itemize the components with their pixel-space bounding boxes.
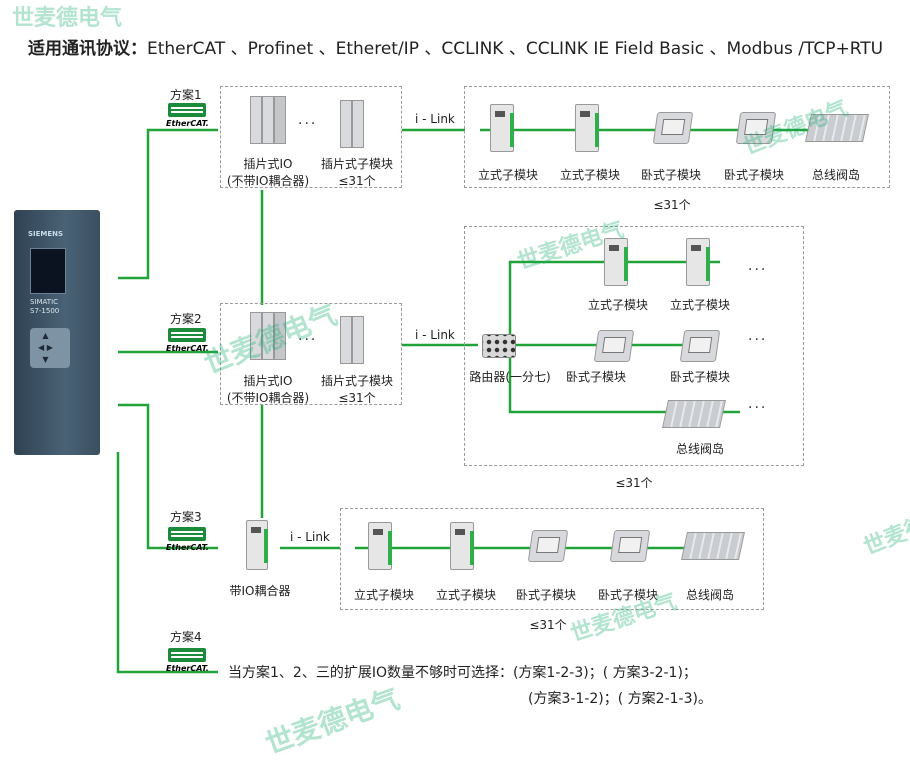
profinet-logo-icon xyxy=(168,648,206,662)
scheme1-slot-io-box xyxy=(220,86,402,188)
profinet-logo-icon xyxy=(168,103,206,117)
protocol-title: 适用通讯协议：EtherCAT 、Profinet 、Etheret/IP 、C… xyxy=(28,34,883,59)
router-icon xyxy=(482,334,516,358)
plc-cpu: SIEMENS SIMATIC S7-1500 xyxy=(14,210,100,455)
horizontal-submodule-icon xyxy=(527,530,569,562)
vertical-submodule-icon xyxy=(450,522,474,570)
valve-island-label: 总线阀岛 xyxy=(675,442,725,456)
plc-screen xyxy=(30,248,66,294)
max31-label: ≤31个 xyxy=(529,618,567,632)
vertical-sub-label: 立式子模块 xyxy=(559,168,621,182)
horizontal-sub-label: 卧式子模块 xyxy=(597,588,659,602)
vertical-submodule-icon xyxy=(368,522,392,570)
ilink-label: i - Link xyxy=(415,328,455,342)
protocol-badge-icon: EtherCAT. xyxy=(166,328,210,362)
scheme4-note-line1: 当方案1、2、三的扩展IO数量不够时可选择：(方案1-2-3)；( 方案3-2-… xyxy=(228,665,697,681)
more-dots: ··· xyxy=(298,116,318,132)
protocol-badge-icon: EtherCAT. xyxy=(166,527,210,561)
valve-island-label: 总线阀岛 xyxy=(811,168,861,182)
profinet-logo-icon xyxy=(168,328,206,342)
slot-sub-line2: ≤31个 xyxy=(338,174,376,188)
slot-sub-line1: 插片式子模块 xyxy=(320,157,394,171)
vertical-submodule-icon xyxy=(490,104,514,152)
slot-io-line1: 插片式IO xyxy=(243,157,293,171)
protocol-list: EtherCAT 、Profinet 、Etheret/IP 、CCLINK 、… xyxy=(147,39,884,59)
horizontal-sub-label: 卧式子模块 xyxy=(515,588,577,602)
plc-model-line1: SIMATIC xyxy=(30,298,59,306)
io-coupler-icon xyxy=(246,520,268,570)
protocol-badge-icon: EtherCAT. xyxy=(166,103,210,137)
slot-io-line2: (不带IO耦合器) xyxy=(226,174,310,188)
horizontal-sub-label: 卧式子模块 xyxy=(565,370,627,384)
horizontal-sub-label: 卧式子模块 xyxy=(723,168,785,182)
horizontal-submodule-icon xyxy=(609,530,651,562)
vertical-sub-label: 立式子模块 xyxy=(477,168,539,182)
scheme2-label: 方案2 xyxy=(170,312,202,326)
more-dots: ··· xyxy=(748,400,768,416)
valve-island-icon xyxy=(681,532,745,560)
ilink-label: i - Link xyxy=(415,112,455,126)
valve-island-label: 总线阀岛 xyxy=(685,588,735,602)
vertical-submodule-icon xyxy=(686,238,710,286)
horizontal-sub-label: 卧式子模块 xyxy=(669,370,731,384)
plc-model: SIMATIC S7-1500 xyxy=(30,298,59,316)
ethercat-logo: EtherCAT. xyxy=(166,543,209,552)
protocol-badge-icon: EtherCAT. xyxy=(166,648,210,682)
scheme1-chain-box xyxy=(464,86,890,188)
vertical-sub-label: 立式子模块 xyxy=(353,588,415,602)
vertical-submodule-icon xyxy=(575,104,599,152)
ilink-label: i - Link xyxy=(290,530,330,544)
watermark: 世麦德电气 xyxy=(12,6,123,31)
scheme2-router-box xyxy=(464,226,804,466)
slot-sub-line1: 插片式子模块 xyxy=(320,374,394,388)
horizontal-submodule-icon xyxy=(593,330,635,362)
vertical-sub-label: 立式子模块 xyxy=(587,298,649,312)
scheme1-label: 方案1 xyxy=(170,88,202,102)
wire-plc-scheme1 xyxy=(118,128,218,280)
max31-label: ≤31个 xyxy=(653,198,691,212)
profinet-logo-icon xyxy=(168,527,206,541)
plc-brand: SIEMENS xyxy=(28,230,64,238)
protocol-title-prefix: 适用通讯协议： xyxy=(28,39,147,59)
more-dots: ··· xyxy=(748,332,768,348)
slot-io-line2: (不带IO耦合器) xyxy=(226,391,310,405)
coupler-label: 带IO耦合器 xyxy=(229,584,291,598)
slot-submodule-icon xyxy=(340,100,376,148)
slot-sub-line2: ≤31个 xyxy=(338,391,376,405)
slot-io-label: 插片式IO (不带IO耦合器) xyxy=(227,155,309,189)
slot-io-icon xyxy=(250,312,286,360)
vertical-sub-label: 立式子模块 xyxy=(435,588,497,602)
plc-model-line2: S7-1500 xyxy=(30,307,60,315)
vertical-submodule-icon xyxy=(604,238,628,286)
slot-sub-label: 插片式子模块 ≤31个 xyxy=(321,372,393,406)
scheme3-label: 方案3 xyxy=(170,510,202,524)
horizontal-submodule-icon xyxy=(652,112,694,144)
slot-submodule-icon xyxy=(340,316,376,364)
wire-router-row1 xyxy=(508,260,720,338)
plc-keypad xyxy=(30,328,70,368)
ethercat-logo: EtherCAT. xyxy=(166,664,209,673)
more-dots: ··· xyxy=(748,262,768,278)
ethercat-logo: EtherCAT. xyxy=(166,344,209,353)
vertical-sub-label: 立式子模块 xyxy=(669,298,731,312)
scheme3-chain-box xyxy=(340,508,764,610)
router-label: 路由器(一分七) xyxy=(469,370,551,384)
slot-io-label: 插片式IO (不带IO耦合器) xyxy=(227,372,309,406)
ethercat-logo: EtherCAT. xyxy=(166,119,209,128)
wire-plc-scheme4 xyxy=(116,452,218,674)
max31-label: ≤31个 xyxy=(615,476,653,490)
more-dots: ··· xyxy=(298,332,318,348)
slot-io-line1: 插片式IO xyxy=(243,374,293,388)
scheme2-slot-io-box xyxy=(220,303,402,405)
slot-io-icon xyxy=(250,96,286,144)
wire-plc-scheme3 xyxy=(118,403,218,550)
valve-island-icon xyxy=(662,400,726,428)
horizontal-submodule-icon xyxy=(679,330,721,362)
scheme4-label: 方案4 xyxy=(170,630,202,644)
wire-router-row3 xyxy=(508,352,740,414)
scheme4-note-line2: (方案3-1-2)；( 方案2-1-3)。 xyxy=(528,691,712,707)
slot-sub-label: 插片式子模块 ≤31个 xyxy=(321,155,393,189)
horizontal-sub-label: 卧式子模块 xyxy=(640,168,702,182)
